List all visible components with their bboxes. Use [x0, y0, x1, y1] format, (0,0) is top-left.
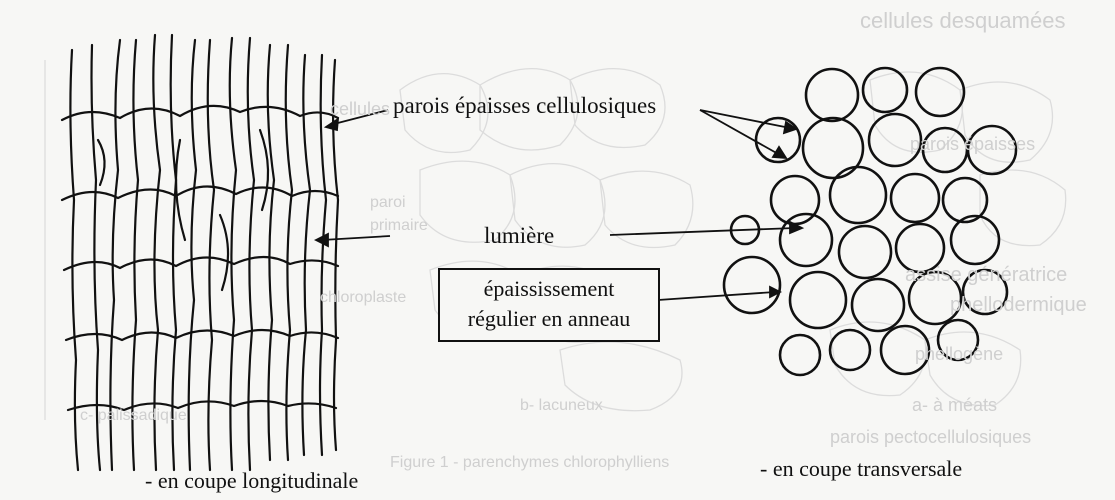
ghost-text-cellules: cellules — [330, 100, 390, 118]
longitudinal-section — [62, 35, 338, 470]
transverse-section — [724, 68, 1016, 375]
caption-transverse: - en coupe transversale — [760, 458, 962, 480]
label-box-epaississement: épaississement régulier en anneau — [438, 268, 660, 342]
ghost-text-phellodermique: phellodermique — [950, 295, 1087, 315]
ghost-text-b-lacuneux: b- lacuneux — [520, 398, 603, 414]
label-parois-epaisses: parois épaisses cellulosiques — [393, 94, 656, 117]
ghost-text-phellogene: phellogène — [915, 345, 1003, 363]
caption-longitudinal: - en coupe longitudinale — [145, 470, 358, 492]
ghost-text-a-meats: a- à méats — [912, 396, 997, 414]
label-epaississement-line2: régulier en anneau — [440, 304, 658, 334]
ghost-text-assise-generatrice: assise génératrice — [905, 265, 1067, 285]
ghost-text-parois-epaisses: parois épaisses — [910, 135, 1035, 153]
ghost-text-figure-caption: Figure 1 - parenchymes chlorophylliens — [390, 455, 669, 471]
ghost-text-c-palissadique: c- palissadique — [80, 408, 187, 424]
ghost-text-cellules-desquamees: cellules desquamées — [860, 10, 1065, 32]
ghost-text-chloroplaste: chloroplaste — [320, 290, 406, 306]
ghost-text-paroi: paroi — [370, 195, 406, 211]
ghost-text-primaire: primaire — [370, 218, 428, 234]
ghost-text-parois-pectocellulosiques: parois pectocellulosiques — [830, 428, 1031, 446]
label-epaississement-line1: épaississement — [440, 274, 658, 304]
label-lumiere: lumière — [484, 224, 554, 247]
